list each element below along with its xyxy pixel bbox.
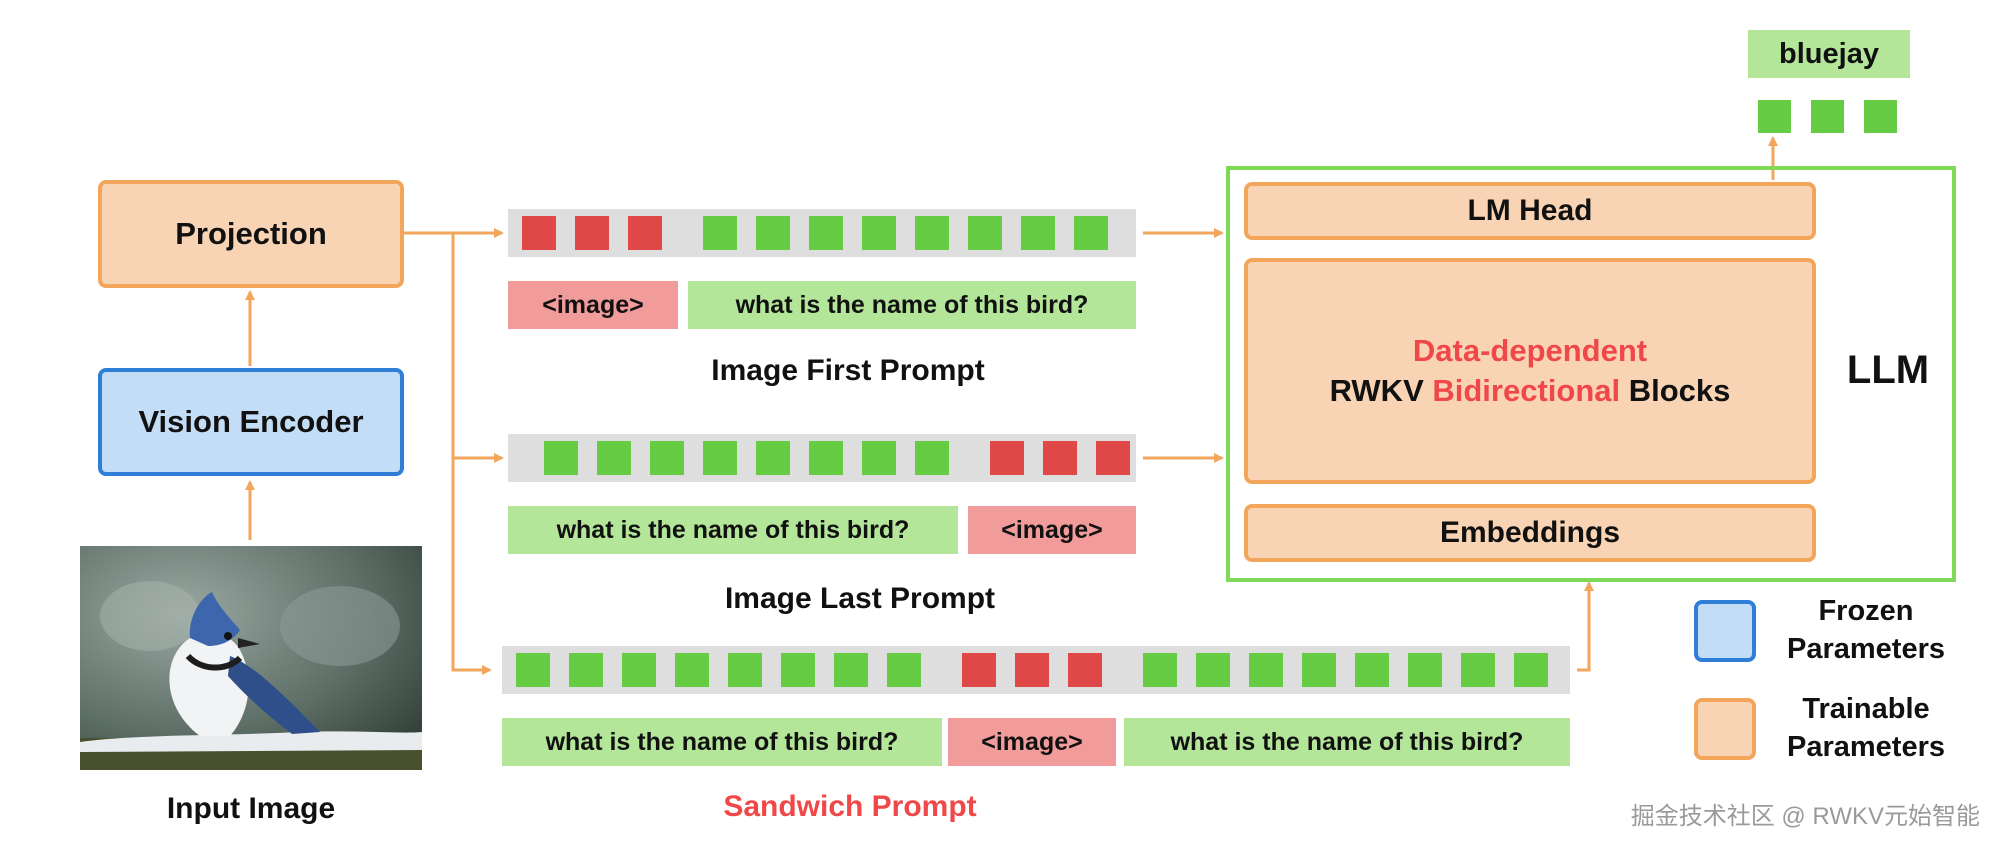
legend-frozen-line1: Frozen bbox=[1818, 595, 1914, 627]
sandwich-title: Sandwich Prompt bbox=[723, 790, 977, 823]
output-token bbox=[1758, 100, 1791, 133]
text-token bbox=[597, 441, 631, 475]
legend-frozen-swatch bbox=[1694, 600, 1756, 662]
image-token bbox=[1015, 653, 1049, 687]
legend-trainable-label: Trainable Parameters bbox=[1766, 690, 1966, 766]
text-token bbox=[1461, 653, 1495, 687]
blocks-line2: RWKV Bidirectional Blocks bbox=[1330, 371, 1731, 411]
image-first-token-strip bbox=[508, 209, 1136, 257]
text-token bbox=[703, 216, 737, 250]
image-first-image-tag: <image> bbox=[508, 281, 678, 329]
image-token bbox=[990, 441, 1024, 475]
text-token bbox=[569, 653, 603, 687]
text-token bbox=[915, 216, 949, 250]
legend-trainable-swatch bbox=[1694, 698, 1756, 760]
blocks-line2-b: Bidirectional bbox=[1432, 373, 1621, 408]
watermark: 掘金技术社区 @ RWKV元始智能 bbox=[1630, 803, 1980, 830]
image-last-title: Image Last Prompt bbox=[724, 582, 996, 615]
sandwich-image-tag: <image> bbox=[948, 718, 1116, 766]
llm-label: LLM bbox=[1846, 348, 1930, 392]
legend-trainable-line1: Trainable bbox=[1802, 693, 1930, 725]
image-token bbox=[1043, 441, 1077, 475]
text-token bbox=[703, 441, 737, 475]
text-token bbox=[887, 653, 921, 687]
sandwich-text-before: what is the name of this bird? bbox=[502, 718, 942, 766]
lm-head-box: LM Head bbox=[1244, 182, 1816, 240]
blocks-line1: Data-dependent bbox=[1412, 333, 1648, 368]
image-token bbox=[575, 216, 609, 250]
vision-encoder-box: Vision Encoder bbox=[98, 368, 404, 476]
image-token bbox=[1096, 441, 1130, 475]
image-first-title: Image First Prompt bbox=[711, 354, 985, 387]
text-token bbox=[968, 216, 1002, 250]
text-token bbox=[1143, 653, 1177, 687]
blocks-line2-a: RWKV bbox=[1329, 373, 1433, 408]
sandwich-text-after: what is the name of this bird? bbox=[1124, 718, 1570, 766]
text-token bbox=[650, 441, 684, 475]
text-token bbox=[756, 216, 790, 250]
image-token bbox=[962, 653, 996, 687]
text-token bbox=[1196, 653, 1230, 687]
text-token bbox=[728, 653, 762, 687]
text-token bbox=[781, 653, 815, 687]
text-token bbox=[1021, 216, 1055, 250]
input-image-caption: Input Image bbox=[166, 792, 336, 825]
text-token bbox=[1514, 653, 1548, 687]
rwkv-blocks-box: Data-dependent RWKV Bidirectional Blocks bbox=[1244, 258, 1816, 484]
text-token bbox=[675, 653, 709, 687]
sandwich-token-strip bbox=[502, 646, 1570, 694]
image-token bbox=[522, 216, 556, 250]
image-last-image-tag: <image> bbox=[968, 506, 1136, 554]
legend-frozen-label: Frozen Parameters bbox=[1766, 592, 1966, 668]
text-token bbox=[1249, 653, 1283, 687]
legend-frozen-line2: Parameters bbox=[1787, 633, 1945, 665]
text-token bbox=[544, 441, 578, 475]
projection-branch-line bbox=[451, 233, 492, 675]
text-token bbox=[756, 441, 790, 475]
image-first-text: what is the name of this bird? bbox=[688, 281, 1136, 329]
text-token bbox=[1408, 653, 1442, 687]
text-token bbox=[862, 441, 896, 475]
arrow-sandwich-to-llm bbox=[1577, 581, 1594, 672]
image-token bbox=[1068, 653, 1102, 687]
output-word: bluejay bbox=[1748, 30, 1910, 78]
llm-container bbox=[1226, 166, 1956, 582]
input-image bbox=[80, 546, 422, 770]
embeddings-box: Embeddings bbox=[1244, 504, 1816, 562]
legend-trainable-line2: Parameters bbox=[1787, 731, 1945, 763]
projection-box: Projection bbox=[98, 180, 404, 288]
text-token bbox=[862, 216, 896, 250]
text-token bbox=[809, 216, 843, 250]
text-token bbox=[1074, 216, 1108, 250]
text-token bbox=[622, 653, 656, 687]
text-token bbox=[809, 441, 843, 475]
text-token bbox=[834, 653, 868, 687]
bird-photo-icon bbox=[80, 546, 422, 770]
text-token bbox=[516, 653, 550, 687]
image-last-text: what is the name of this bird? bbox=[508, 506, 958, 554]
text-token bbox=[1302, 653, 1336, 687]
image-last-token-strip bbox=[508, 434, 1136, 482]
image-token bbox=[628, 216, 662, 250]
output-token bbox=[1811, 100, 1844, 133]
blocks-line2-c: Blocks bbox=[1620, 373, 1731, 408]
output-token bbox=[1864, 100, 1897, 133]
text-token bbox=[1355, 653, 1389, 687]
text-token bbox=[915, 441, 949, 475]
